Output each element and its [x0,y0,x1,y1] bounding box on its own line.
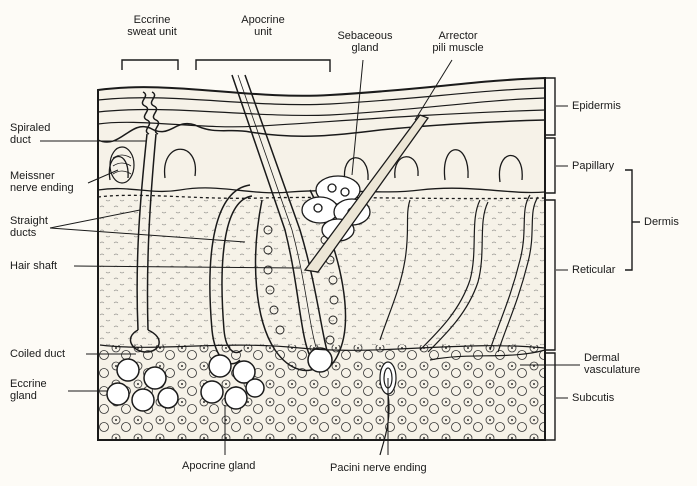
label-apocrine-gland: Apocrine gland [182,460,255,472]
label-epidermis: Epidermis [572,100,621,112]
label-reticular: Reticular [572,264,615,276]
label-spiraled-duct: Spiraled duct [10,122,50,146]
label-papillary: Papillary [572,160,614,172]
label-eccrine-sweat-unit: Eccrine sweat unit [112,14,192,38]
label-hair-shaft: Hair shaft [10,260,57,272]
right-brackets [545,78,640,440]
label-arrector-pili-muscle: Arrector pili muscle [418,30,498,54]
label-apocrine-unit: Apocrine unit [228,14,298,38]
label-sebaceous-gland: Sebaceous gland [330,30,400,54]
label-straight-ducts: Straight ducts [10,215,48,239]
label-meissner-nerve-ending: Meissner nerve ending [10,170,74,194]
label-dermal-vasculature: Dermal vasculature [584,352,640,376]
label-pacini-nerve-ending: Pacini nerve ending [330,462,427,474]
label-subcutis: Subcutis [572,392,614,404]
label-dermis: Dermis [644,216,679,228]
label-coiled-duct: Coiled duct [10,348,65,360]
top-brackets [122,60,330,72]
label-eccrine-gland: Eccrine gland [10,378,47,402]
